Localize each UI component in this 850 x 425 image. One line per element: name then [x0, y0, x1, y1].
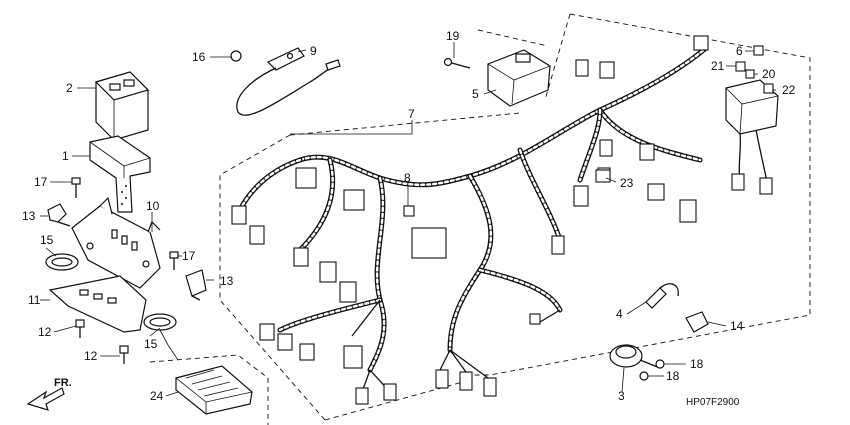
callout-8: 8: [404, 171, 411, 185]
callout-24: 24: [150, 389, 164, 403]
callout-13-right: 13: [220, 274, 234, 288]
bolt-part-17-right: [169, 251, 179, 270]
diagram-code: HP07F2900: [686, 397, 740, 408]
callout-5: 5: [472, 87, 479, 101]
fuse-clip-part-21: [735, 61, 746, 72]
callout-14: 14: [730, 319, 744, 333]
callout-12-lower: 12: [84, 349, 98, 363]
front-direction-arrow: FR.: [26, 377, 72, 411]
callout-20: 20: [762, 67, 776, 81]
cable-band-part-upper: [45, 253, 79, 271]
callout-19: 19: [446, 29, 460, 43]
callout-15-upper: 15: [40, 233, 54, 247]
callout-12-upper: 12: [38, 325, 52, 339]
sensor-part-4: [645, 283, 679, 309]
base-plate-part: [48, 275, 147, 333]
harness-connector-set: [231, 35, 773, 405]
rubber-cover-part: [89, 135, 151, 213]
leader-lines: [40, 42, 776, 397]
callout-18-lower: 18: [666, 369, 680, 383]
fuse-clip-part-6: [753, 45, 764, 56]
fuse-clip-part-22: [763, 83, 774, 94]
callout-21: 21: [711, 59, 725, 73]
connector-part-14: [685, 311, 709, 333]
relay-part-23: [595, 169, 611, 183]
callout-6: 6: [736, 44, 743, 58]
mounting-bracket-part: [71, 196, 161, 289]
harness-group-outline: [219, 13, 811, 421]
screw-part-18-lower: [639, 371, 649, 381]
callout-2: 2: [66, 81, 73, 95]
main-wire-harness-part: [237, 45, 709, 393]
callout-15-lower: 15: [144, 337, 158, 351]
callout-11: 11: [28, 293, 41, 307]
bolt-part-17-left: [71, 177, 81, 198]
callout-17-left: 17: [34, 175, 48, 189]
callout-17-right: 17: [182, 249, 196, 263]
callout-7: 7: [408, 107, 415, 121]
callout-13-left: 13: [22, 209, 36, 223]
callout-1: 1: [62, 149, 69, 163]
callout-10: 10: [146, 199, 160, 213]
relay-box-part: [94, 71, 150, 141]
front-arrow-label: FR.: [54, 377, 72, 389]
switch-part-3: [609, 344, 661, 369]
regulator-rectifier-part: [443, 49, 551, 107]
clip-part-left: [47, 203, 71, 227]
callout-18-upper: 18: [690, 357, 704, 371]
bolt-part-12-lower: [119, 345, 129, 364]
screw-part-18-upper: [655, 359, 665, 369]
ground-cable-part: [230, 47, 341, 116]
cable-band-part-lower: [143, 313, 177, 331]
bolt-part-12-upper: [75, 319, 85, 338]
callout-16: 16: [192, 50, 206, 64]
fuse-clip-part-20: [745, 69, 755, 79]
callout-4: 4: [616, 307, 623, 321]
callout-22: 22: [782, 83, 796, 97]
callout-23: 23: [620, 176, 634, 190]
callout-labels: 2 1 17 10 13 15 17 13 11 12 15 12 24 16 …: [22, 29, 796, 403]
callout-9: 9: [310, 44, 317, 58]
callout-3: 3: [618, 389, 625, 403]
clip-part-right: [185, 269, 207, 301]
relay-group-outline: [477, 29, 549, 47]
control-module-part: [175, 365, 253, 415]
